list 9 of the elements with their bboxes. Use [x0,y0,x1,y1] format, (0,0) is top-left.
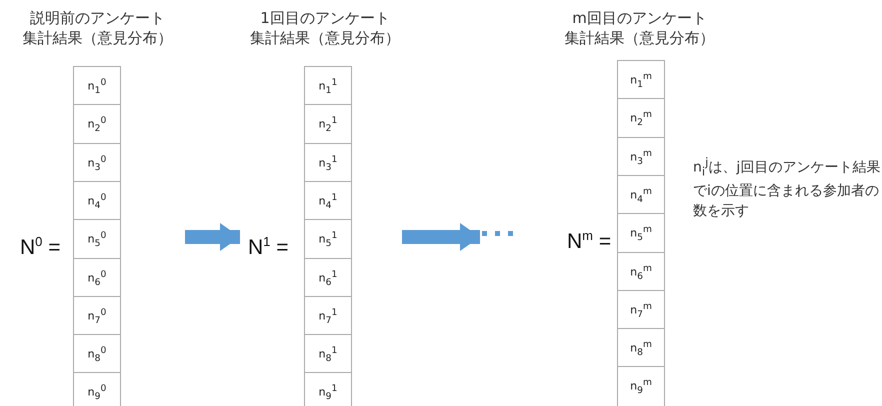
vector-label: N$^{m}$ = [567,228,612,254]
vector-label: N$^{1}$ = [248,234,289,260]
note-text: n$_{i}$$^{j}$は、j回目のアンケート結果でiの位置に含まれる参加者の数を示す [693,154,882,222]
column-heading: 1回目のアンケート集計結果（意見分布） [249,8,401,48]
column-heading: 説明前のアンケート集計結果（意見分布） [22,8,174,48]
block-arrow [185,223,240,251]
vector-label: N$^{0}$ = [20,234,61,260]
column-heading: m回目のアンケート集計結果（意見分布） [564,8,716,48]
block-arrow [402,223,480,251]
